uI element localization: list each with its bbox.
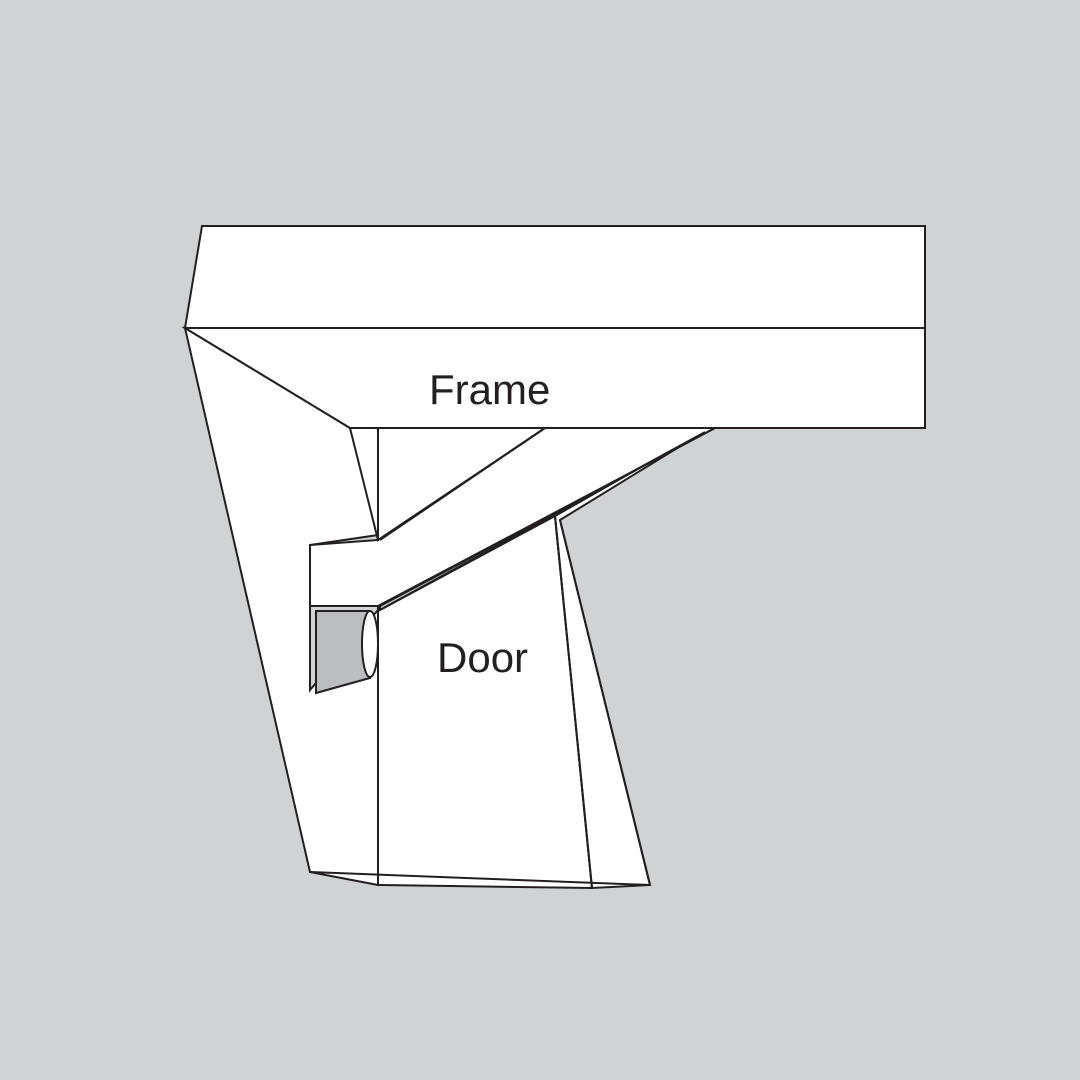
door-edge-line [559,519,651,886]
door-label: Door [437,634,529,681]
frame-head-top-face [183,225,926,329]
frame-head-front-face [181,327,926,429]
seal-strip-end [361,610,379,678]
frame-stop-line [379,427,546,541]
frame-stop-line [377,431,706,612]
door-edge-line [554,515,593,889]
frame-label: Frame [429,366,551,413]
bottom-edge-line [309,871,651,886]
